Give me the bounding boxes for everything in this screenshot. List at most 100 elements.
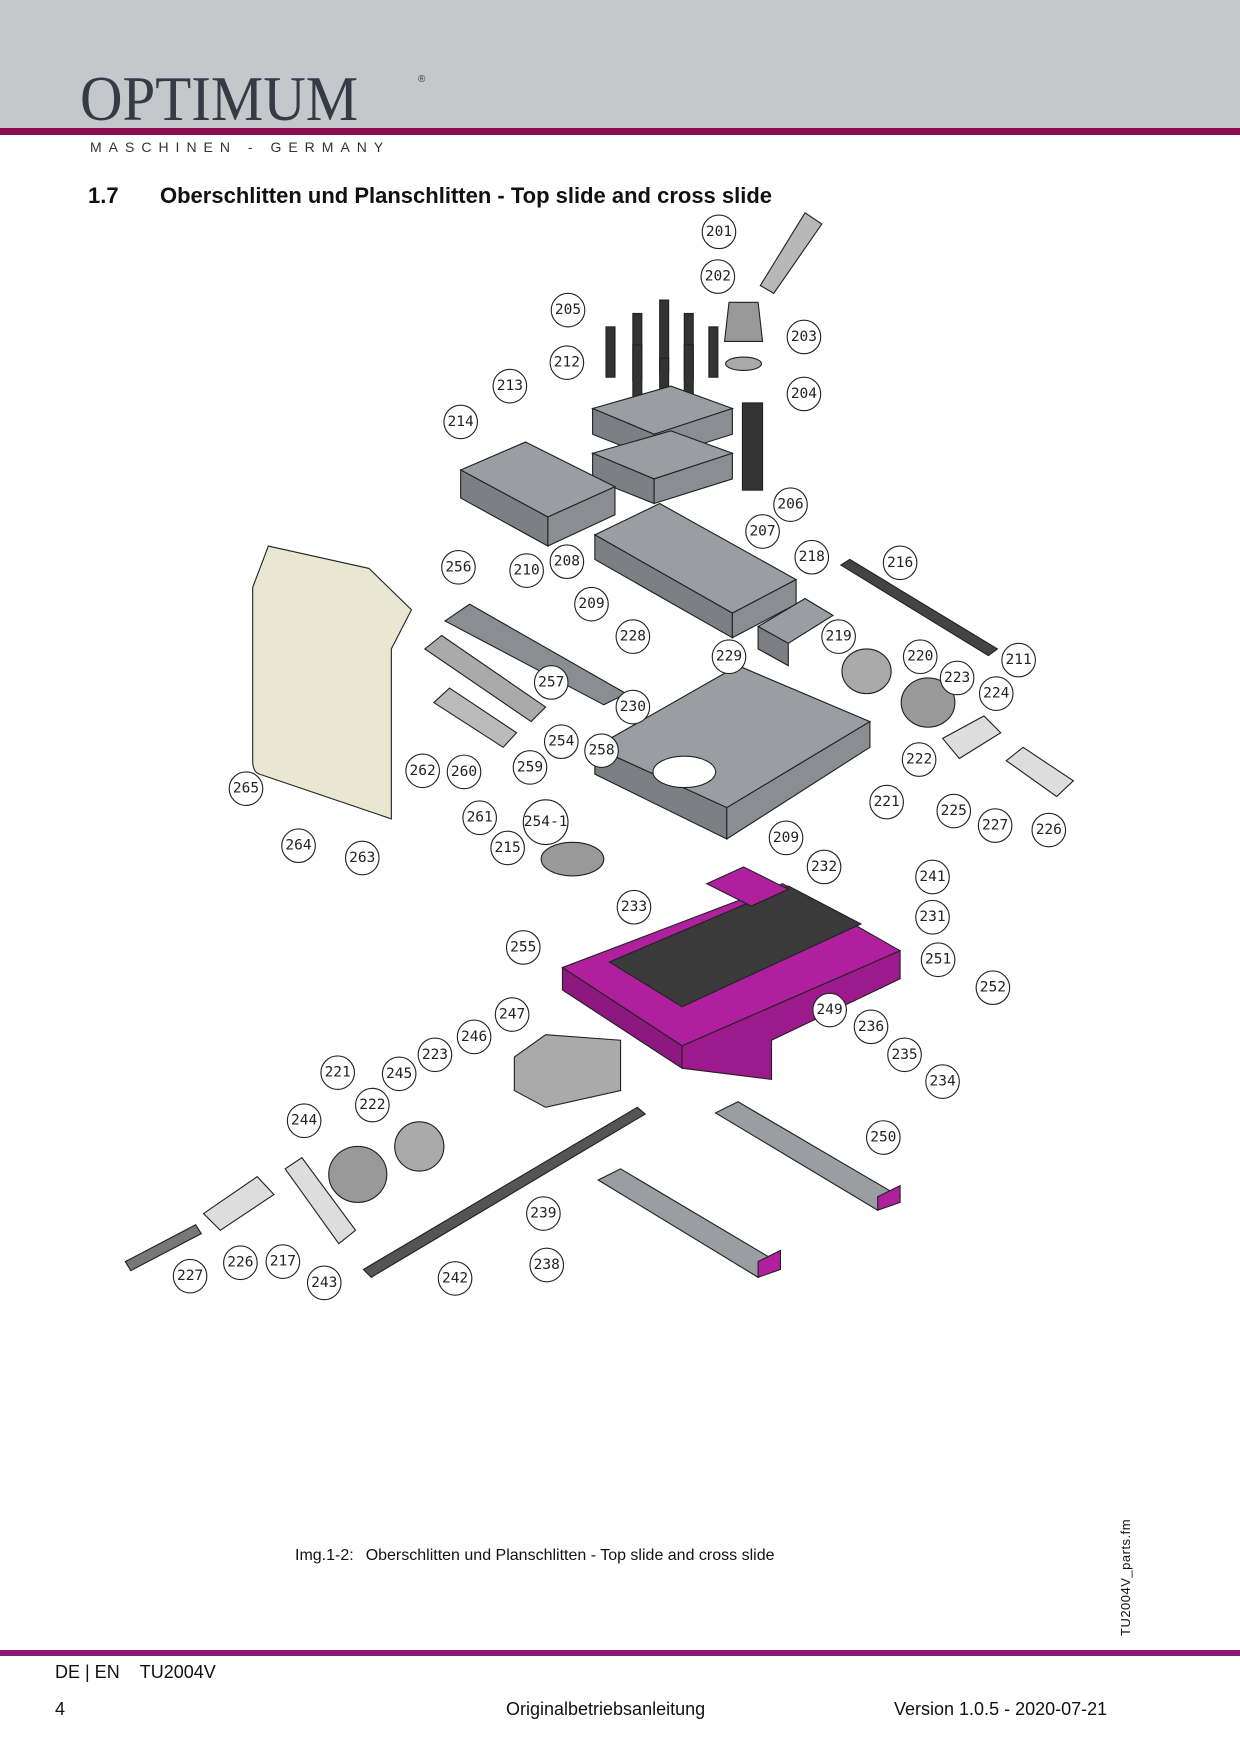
part-callout: 225 [936, 793, 972, 829]
callout-layer: 2012022032042052122132142062072082102092… [172, 214, 1067, 1301]
callout-circle [882, 545, 918, 581]
callout-circle [584, 733, 619, 768]
part-callout: 215 [490, 830, 525, 866]
part-callout: 221 [320, 1055, 356, 1091]
part-callout: 231 [915, 899, 950, 935]
callout-number: 211 [1006, 652, 1032, 668]
callout-number: 236 [858, 1019, 884, 1035]
callout-circle [1031, 812, 1067, 848]
callout-circle [344, 840, 380, 876]
callout-circle [745, 514, 780, 549]
footer-divider [0, 1650, 1240, 1656]
registered-mark: ® [418, 74, 426, 85]
callout-number: 254 [548, 734, 574, 750]
callout-circle [286, 1103, 322, 1139]
part-callout: 228 [615, 619, 651, 654]
callout-circle [616, 889, 652, 925]
part-callout: 202 [700, 259, 736, 294]
callout-circle [915, 899, 950, 935]
callout-circle [786, 319, 822, 355]
part-callout: 220 [902, 639, 938, 675]
part-callout: 260 [446, 754, 482, 790]
callout-circle [512, 750, 548, 785]
callout-circle [492, 368, 528, 404]
callout-number: 255 [510, 939, 536, 955]
callout-number: 265 [233, 781, 259, 797]
callout-number: 249 [817, 1002, 843, 1018]
callout-circle [887, 1037, 922, 1073]
callout-circle [936, 793, 972, 829]
callout-number: 220 [907, 649, 933, 665]
callout-number: 221 [874, 794, 900, 810]
callout-number: 259 [517, 759, 543, 775]
footer-model: TU2004V [139, 1662, 216, 1682]
callout-number: 262 [410, 763, 436, 779]
callout-circle [550, 292, 586, 328]
callout-circle [975, 970, 1011, 1006]
callout-circle [806, 849, 842, 885]
callout-number: 238 [534, 1257, 560, 1273]
part-callout: 205 [550, 292, 586, 328]
callout-circle [711, 639, 747, 675]
part-callout: 203 [786, 319, 822, 355]
part-callout: 230 [615, 689, 651, 725]
brand-tagline: MASCHINEN - GERMANY [90, 139, 391, 155]
callout-circle [522, 799, 569, 846]
part-callout: 264 [281, 828, 316, 864]
callout-circle [172, 1258, 208, 1294]
part-callout: 222 [901, 742, 937, 777]
header-band [0, 0, 1240, 128]
callout-circle [494, 997, 530, 1032]
part-callout: 211 [1001, 642, 1036, 678]
footer-lang: DE | EN [55, 1662, 120, 1682]
part-callout: 245 [381, 1056, 417, 1092]
callout-number: 210 [514, 563, 540, 579]
callout-number: 230 [620, 699, 646, 715]
callout-circle [228, 771, 264, 806]
callout-circle [821, 619, 856, 654]
callout-circle [925, 1064, 960, 1099]
callout-number: 201 [706, 224, 732, 240]
callout-circle [901, 742, 937, 777]
callout-number: 225 [941, 803, 967, 819]
part-callout: 232 [806, 849, 842, 885]
part-callout: 254 [543, 724, 579, 760]
callout-circle [902, 639, 938, 675]
callout-number: 233 [621, 899, 647, 915]
callout-number: 246 [461, 1029, 487, 1045]
callout-number: 208 [554, 554, 580, 570]
callout-number: 214 [448, 414, 474, 430]
side-filename: TU2004V_parts.fm [1118, 1518, 1133, 1636]
callout-number: 209 [578, 596, 604, 612]
callout-number: 250 [870, 1130, 896, 1146]
callout-circle [529, 1247, 565, 1283]
callout-circle [768, 820, 804, 856]
part-callout: 235 [887, 1037, 922, 1073]
part-callout: 250 [865, 1120, 901, 1155]
part-callout: 263 [344, 840, 380, 876]
callout-circle [462, 800, 498, 836]
part-callout: 265 [228, 771, 264, 806]
callout-number: 218 [799, 549, 825, 565]
callout-circle [773, 487, 808, 522]
part-callout: 216 [882, 545, 918, 581]
callout-number: 227 [177, 1268, 203, 1284]
part-callout: 239 [526, 1196, 561, 1231]
part-callout: 256 [441, 549, 476, 585]
callout-circle [701, 214, 737, 250]
part-callout: 257 [533, 665, 569, 700]
part-callout: 229 [711, 639, 747, 675]
callout-circle [417, 1037, 453, 1073]
callout-circle [700, 259, 736, 294]
callout-number: 252 [980, 980, 1006, 996]
callout-circle [786, 376, 822, 412]
callout-number: 243 [311, 1275, 337, 1291]
callout-number: 202 [705, 269, 731, 285]
part-callout: 219 [821, 619, 856, 654]
part-callout: 252 [975, 970, 1011, 1006]
callout-number: 219 [825, 629, 851, 645]
callout-number: 234 [929, 1074, 955, 1090]
part-callout: 214 [443, 404, 478, 440]
callout-number: 260 [451, 764, 477, 780]
header-divider [0, 128, 1240, 135]
